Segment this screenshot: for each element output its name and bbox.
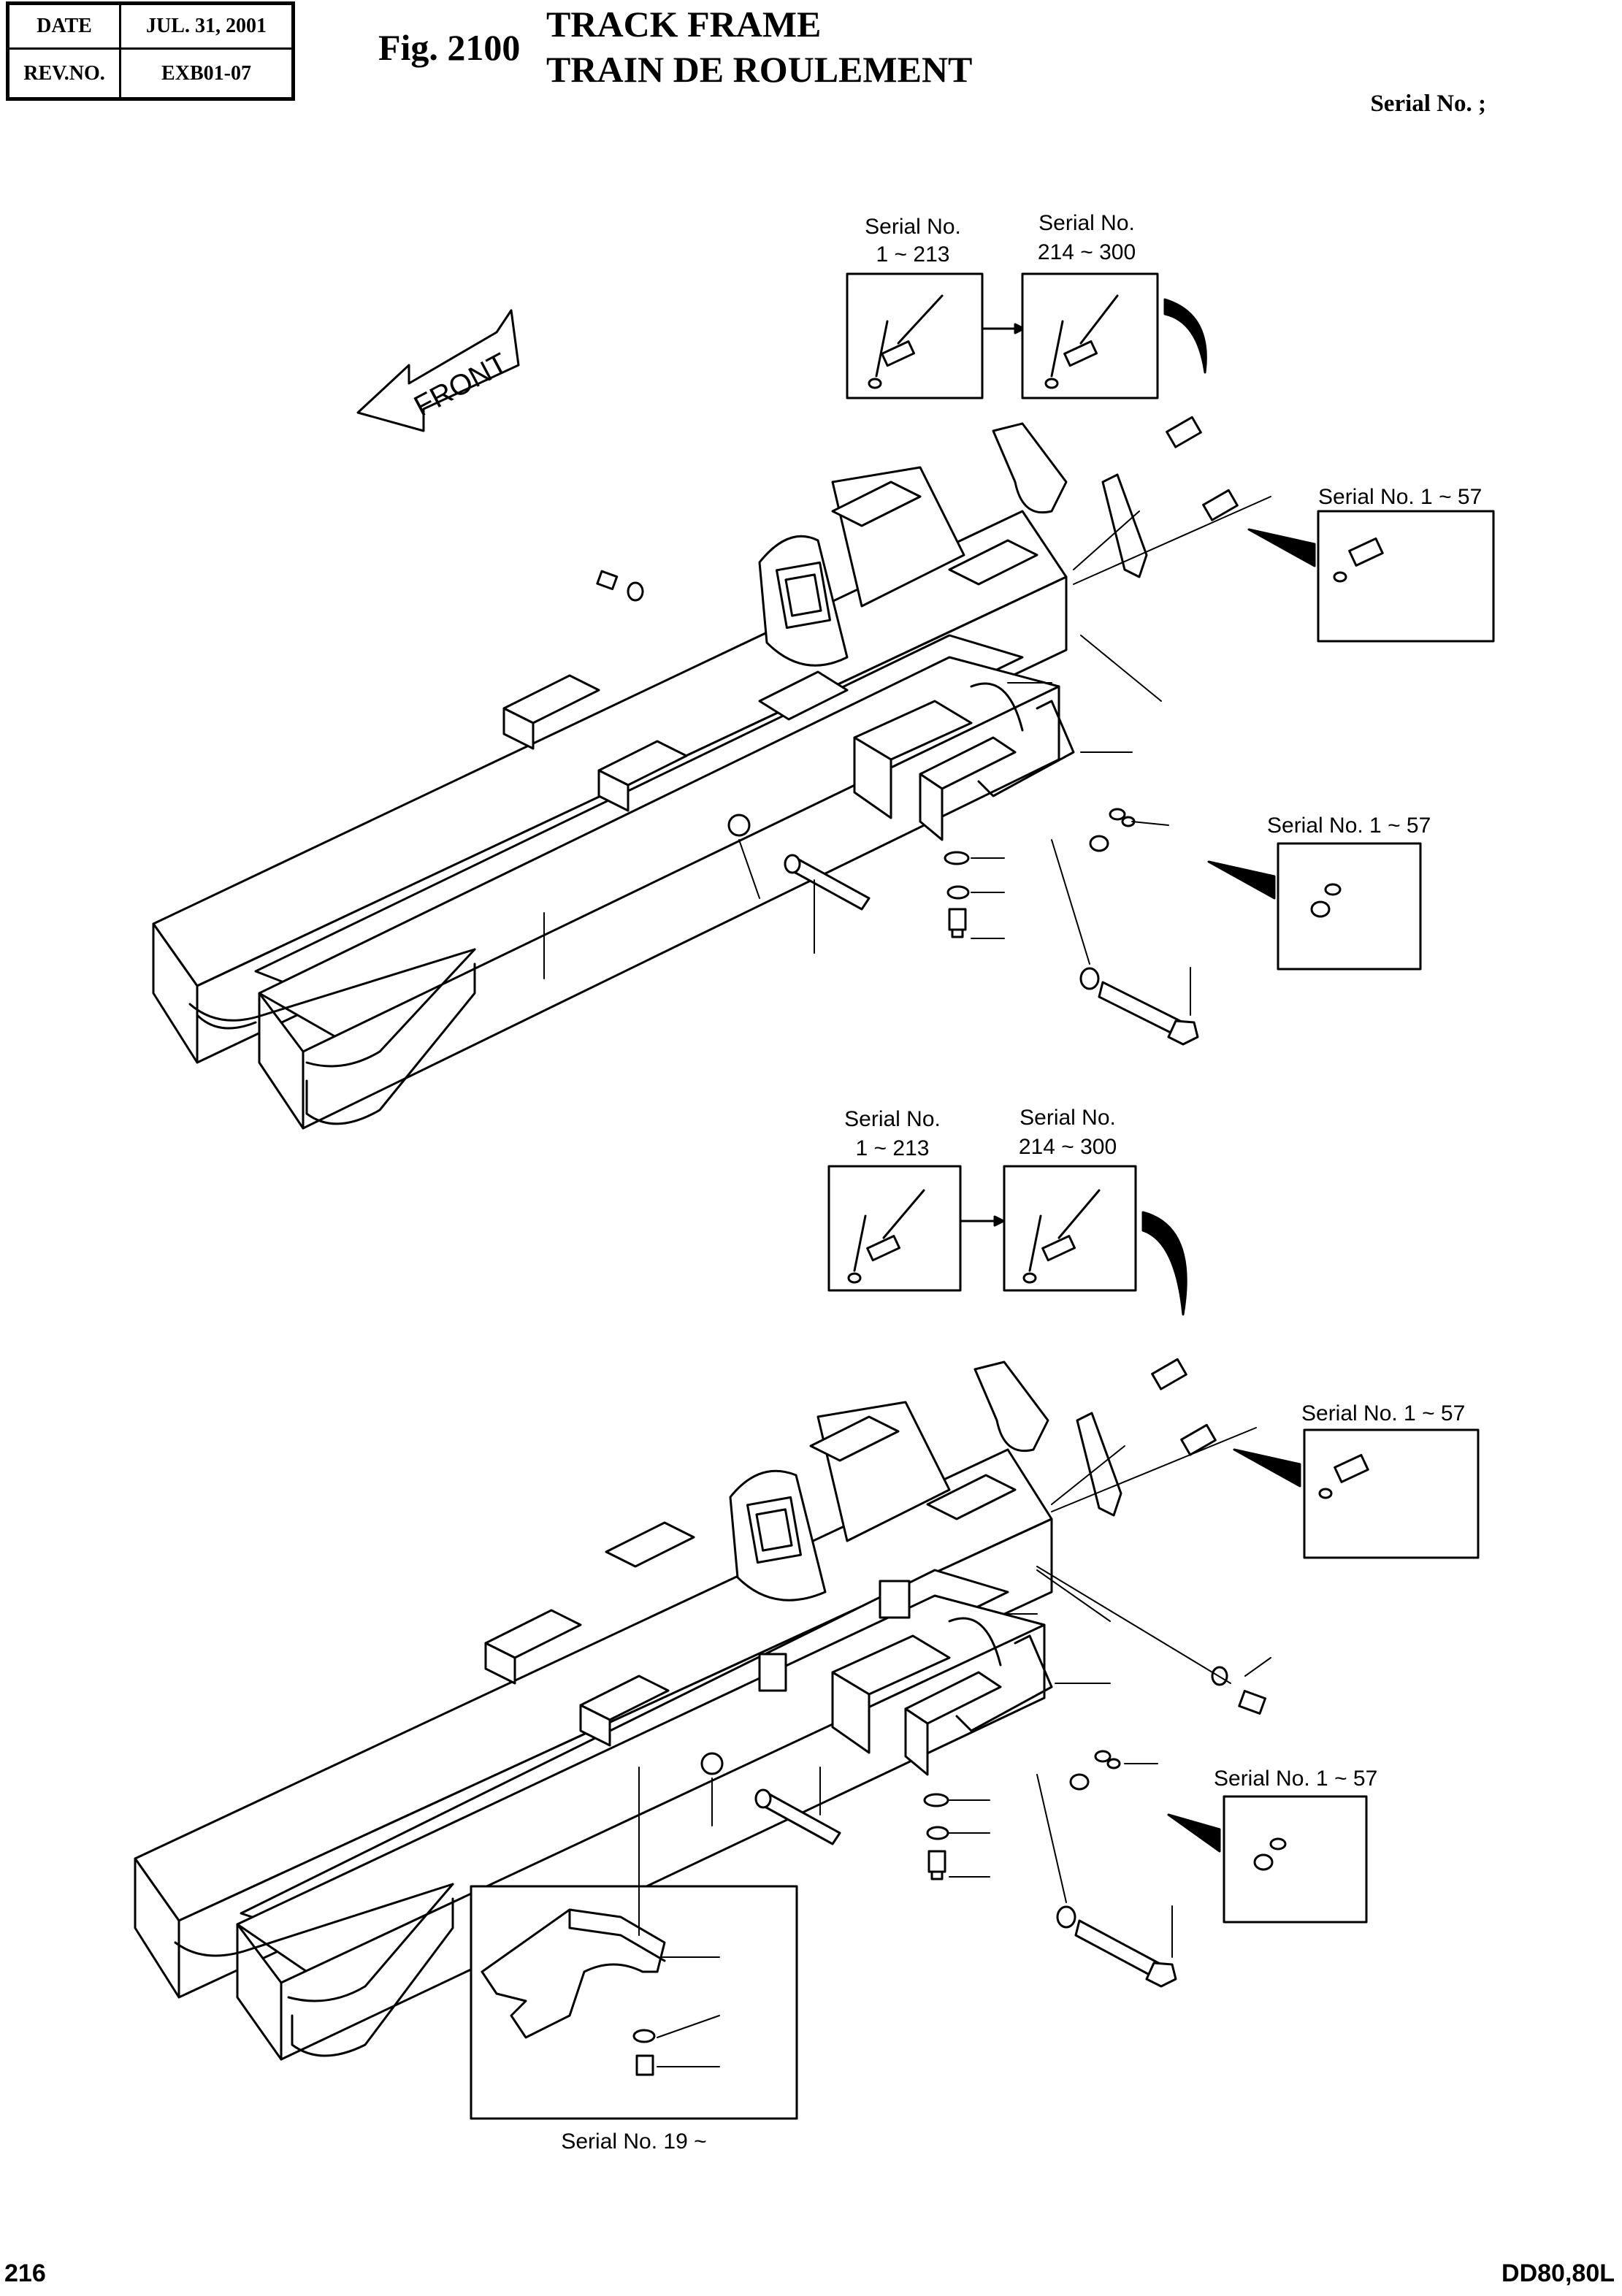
arrow-right-icon: [981, 323, 1025, 334]
callout-text: 214 ~ 300: [1038, 240, 1136, 264]
callout-text: 1 ~ 213: [876, 242, 950, 267]
leader-lines-top: [543, 496, 1271, 1016]
callout-text: Serial No. 1 ~ 57: [1267, 814, 1431, 838]
curved-arrow-icon: [1141, 1211, 1187, 1316]
callout-serial-1-57-bottom-a: Serial No. 1 ~ 57: [1233, 1401, 1480, 1559]
callout-text: Serial No. 1 ~ 57: [1318, 485, 1482, 509]
model-name: DD80,80L: [1502, 2259, 1615, 2287]
callout-text: Serial No.: [865, 215, 961, 239]
rail-pads-bottom: [484, 1415, 1017, 1747]
date-label: DATE: [7, 2, 121, 50]
callout-serial-1-213-top: Serial No. 1 ~ 213: [846, 215, 984, 399]
side-plates-top: [992, 416, 1239, 578]
date-value: JUL. 31, 2001: [119, 2, 294, 50]
leader-lines-bottom: [638, 1427, 1271, 1958]
bolt-icon: [596, 570, 644, 602]
page-number: 216: [4, 2259, 46, 2287]
title-english: TRACK FRAME: [546, 4, 822, 45]
callout-text: 1 ~ 213: [856, 1136, 930, 1160]
callout-text: Serial No.: [1020, 1106, 1116, 1130]
center-beam-top: [758, 466, 965, 667]
callout-serial-1-57-bottom-b: Serial No. 1 ~ 57: [1167, 1767, 1377, 1924]
callout-text: 214 ~ 300: [1019, 1135, 1117, 1159]
rail-pads-top: [502, 481, 1038, 812]
callout-serial-1-57-top-b: Serial No. 1 ~ 57: [1207, 814, 1431, 971]
title-french: TRAIN DE ROULEMENT: [546, 49, 973, 90]
figure-number: Fig. 2100: [378, 27, 521, 68]
rev-value: EXB01-07: [119, 47, 294, 100]
rev-label: REV.NO.: [7, 47, 121, 100]
side-plates-bottom: [973, 1358, 1217, 1517]
bracket-assembly-bottom: [831, 1617, 1053, 1776]
arrow-right-icon: [959, 1215, 1005, 1227]
callout-text: Serial No.: [1038, 211, 1135, 235]
front-arrow-icon: FRONT: [356, 309, 520, 432]
revision-table: DATE JUL. 31, 2001 REV.NO. EXB01-07: [6, 1, 295, 101]
curved-arrow-icon: [1163, 298, 1207, 374]
small-parts-bottom: [700, 1666, 1267, 1988]
bottom-assembly: Serial No. 1 ~ 213 Serial No. 214 ~ 300 …: [134, 1106, 1480, 2154]
small-parts-top: [727, 808, 1199, 1046]
bracket-assembly-top: [853, 682, 1075, 841]
callout-text: Serial No.: [844, 1107, 941, 1131]
callout-text: Serial No. 19 ~: [561, 2129, 706, 2154]
serial-header: Serial No. ;: [1370, 91, 1486, 117]
top-assembly: FRONT: [152, 211, 1495, 1130]
callout-serial-214-300-bottom: Serial No. 214 ~ 300: [1003, 1106, 1137, 1292]
figure-title: TRACK FRAME TRAIN DE ROULEMENT: [546, 1, 972, 92]
inset-serial-19: Serial No. 19 ~: [470, 1885, 798, 2154]
callout-serial-1-213-bottom: Serial No. 1 ~ 213: [827, 1107, 962, 1292]
callout-serial-214-300-top: Serial No. 214 ~ 300: [1021, 211, 1159, 399]
callout-text: Serial No. 1 ~ 57: [1301, 1401, 1465, 1426]
callout-text: Serial No. 1 ~ 57: [1214, 1767, 1377, 1791]
callout-serial-1-57-top-a: Serial No. 1 ~ 57: [1247, 485, 1495, 643]
